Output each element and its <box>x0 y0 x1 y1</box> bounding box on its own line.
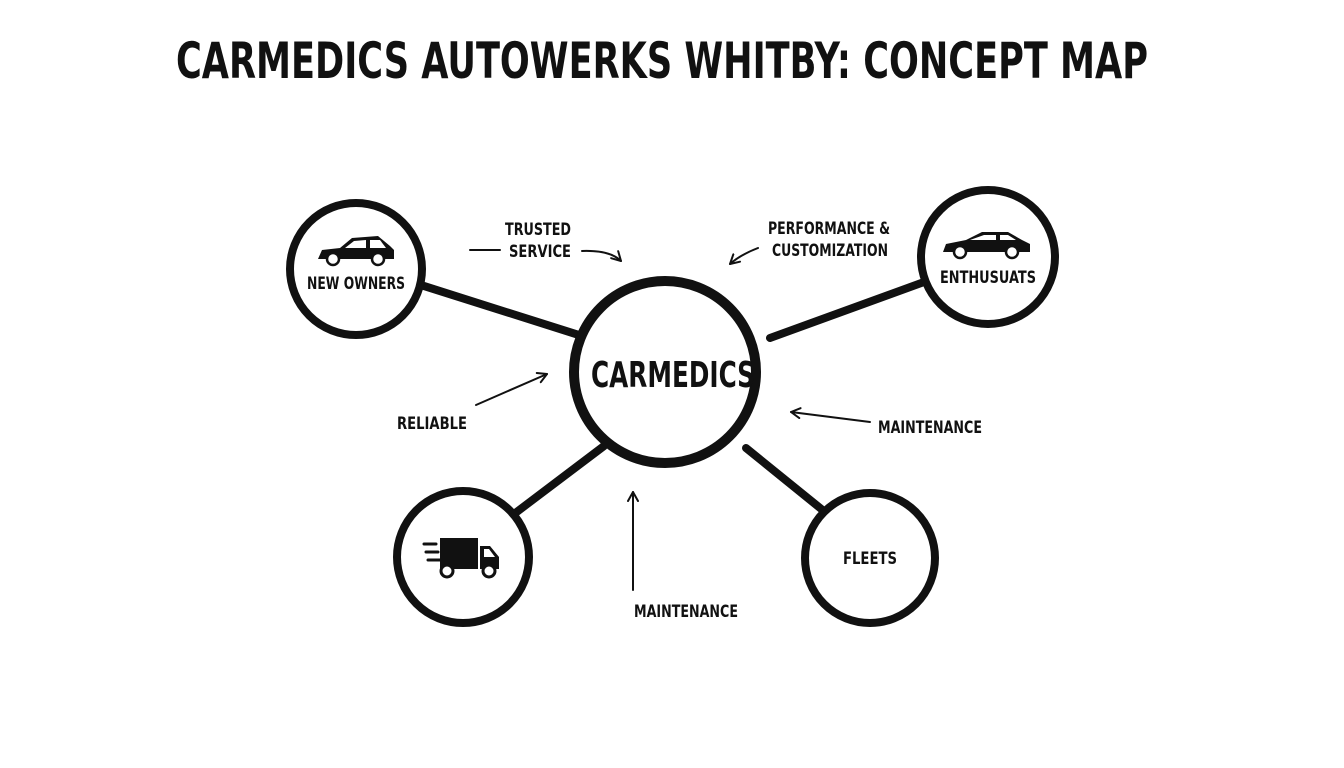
label-maintenance-bottom: MAINTENANCE <box>634 602 738 622</box>
node-delivery <box>393 487 533 627</box>
node-fleets-label: FLEETS <box>843 549 897 569</box>
sedan-car-icon <box>318 236 394 267</box>
arrow-maintenance-right <box>790 407 871 423</box>
node-new-owners-circle <box>286 199 426 339</box>
relationship-arrows <box>469 247 871 591</box>
center-label: CARMEDICS <box>591 355 755 396</box>
node-enthusiasts: ENTHUSUATS <box>917 186 1059 328</box>
node-new-owners-label: NEW OWNERS <box>307 274 405 294</box>
connector-delivery <box>510 442 608 518</box>
node-enthusiasts-label: ENTHUSUATS <box>940 268 1036 288</box>
label-performance-line2: CUSTOMIZATION <box>772 241 888 261</box>
connector-enthusiasts <box>766 278 928 342</box>
arrow-trusted <box>581 249 622 262</box>
node-fleets: FLEETS <box>801 489 939 627</box>
delivery-truck-icon <box>422 538 499 579</box>
node-fleets-circle <box>801 489 939 627</box>
label-reliable: RELIABLE <box>397 414 467 434</box>
center-node: CARMEDICS <box>569 276 761 468</box>
connector-new-owners <box>420 282 586 340</box>
arrow-reliable <box>475 372 548 406</box>
node-enthusiasts-circle <box>917 186 1059 328</box>
sports-car-icon <box>943 232 1030 260</box>
node-new-owners: NEW OWNERS <box>286 199 426 339</box>
label-trusted-line2: SERVICE <box>509 242 571 262</box>
arrow-performance <box>729 247 759 265</box>
label-maintenance-right: MAINTENANCE <box>878 418 982 438</box>
connector-lines <box>420 278 928 518</box>
page-title: CARMEDICS AUTOWERKS WHITBY: CONCEPT MAP <box>176 32 1148 90</box>
label-performance-line1: PERFORMANCE & <box>768 219 890 239</box>
label-trusted-line1: TRUSTED <box>505 220 571 240</box>
connector-fleets <box>742 444 829 516</box>
center-circle <box>569 276 761 468</box>
